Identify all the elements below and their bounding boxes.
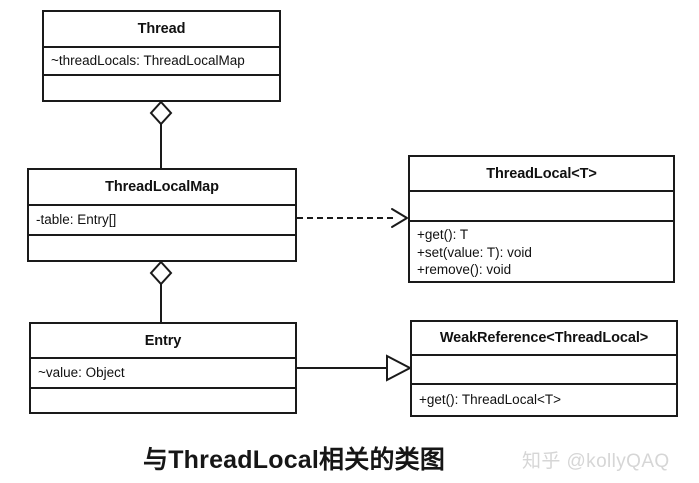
class-attributes-entry: ~value: Object bbox=[31, 357, 295, 387]
operation-item: +get(): ThreadLocal<T> bbox=[419, 392, 561, 408]
class-attributes-thread: ~threadLocals: ThreadLocalMap bbox=[44, 46, 279, 74]
class-box-threadlocalmap[interactable]: ThreadLocalMap -table: Entry[] bbox=[27, 168, 297, 262]
class-box-entry[interactable]: Entry ~value: Object bbox=[29, 322, 297, 414]
class-box-weakreference[interactable]: WeakReference<ThreadLocal> +get(): Threa… bbox=[410, 320, 678, 417]
class-name-entry: Entry bbox=[144, 332, 182, 349]
class-operations-weakreference: +get(): ThreadLocal<T> bbox=[412, 383, 676, 415]
watermark-label: 知乎 @kollyQAQ bbox=[522, 451, 670, 472]
class-operations-entry bbox=[31, 387, 295, 412]
class-operations-threadlocal: +get(): T +set(value: T): void +remove()… bbox=[410, 220, 673, 281]
edge-thread-threadlocalmap bbox=[160, 122, 162, 168]
class-name-thread: Thread bbox=[137, 21, 186, 37]
attribute-item: ~value: Object bbox=[38, 365, 125, 381]
class-box-thread[interactable]: Thread ~threadLocals: ThreadLocalMap bbox=[42, 10, 281, 102]
edge-threadlocalmap-entry bbox=[160, 282, 162, 322]
class-box-threadlocal[interactable]: ThreadLocal<T> +get(): T +set(value: T):… bbox=[408, 155, 675, 283]
attribute-item: -table: Entry[] bbox=[36, 212, 117, 228]
class-attributes-weakreference bbox=[412, 354, 676, 383]
class-operations-threadlocalmap bbox=[29, 234, 295, 260]
hollow-diamond-icon-threadlocalmap bbox=[149, 260, 173, 286]
class-attributes-threadlocalmap: -table: Entry[] bbox=[29, 204, 295, 234]
class-name-threadlocalmap: ThreadLocalMap bbox=[105, 179, 219, 195]
edge-entry-weakreference bbox=[297, 367, 387, 369]
class-attributes-threadlocal bbox=[410, 190, 673, 220]
open-arrow-icon-threadlocal bbox=[391, 208, 408, 228]
hollow-diamond-icon-thread bbox=[149, 100, 173, 126]
class-name-threadlocal: ThreadLocal<T> bbox=[486, 165, 597, 182]
operation-item: +remove(): void bbox=[417, 262, 512, 278]
operation-item: +set(value: T): void bbox=[417, 244, 532, 260]
operation-item: +get(): T bbox=[417, 226, 469, 242]
class-name-weakreference: WeakReference<ThreadLocal> bbox=[439, 330, 649, 346]
edge-threadlocalmap-threadlocal bbox=[297, 217, 393, 219]
attribute-item: ~threadLocals: ThreadLocalMap bbox=[51, 53, 245, 69]
hollow-triangle-icon-weakreference bbox=[386, 354, 413, 382]
diagram-caption: 与ThreadLocal相关的类图 bbox=[143, 446, 446, 474]
class-operations-thread bbox=[44, 74, 279, 100]
